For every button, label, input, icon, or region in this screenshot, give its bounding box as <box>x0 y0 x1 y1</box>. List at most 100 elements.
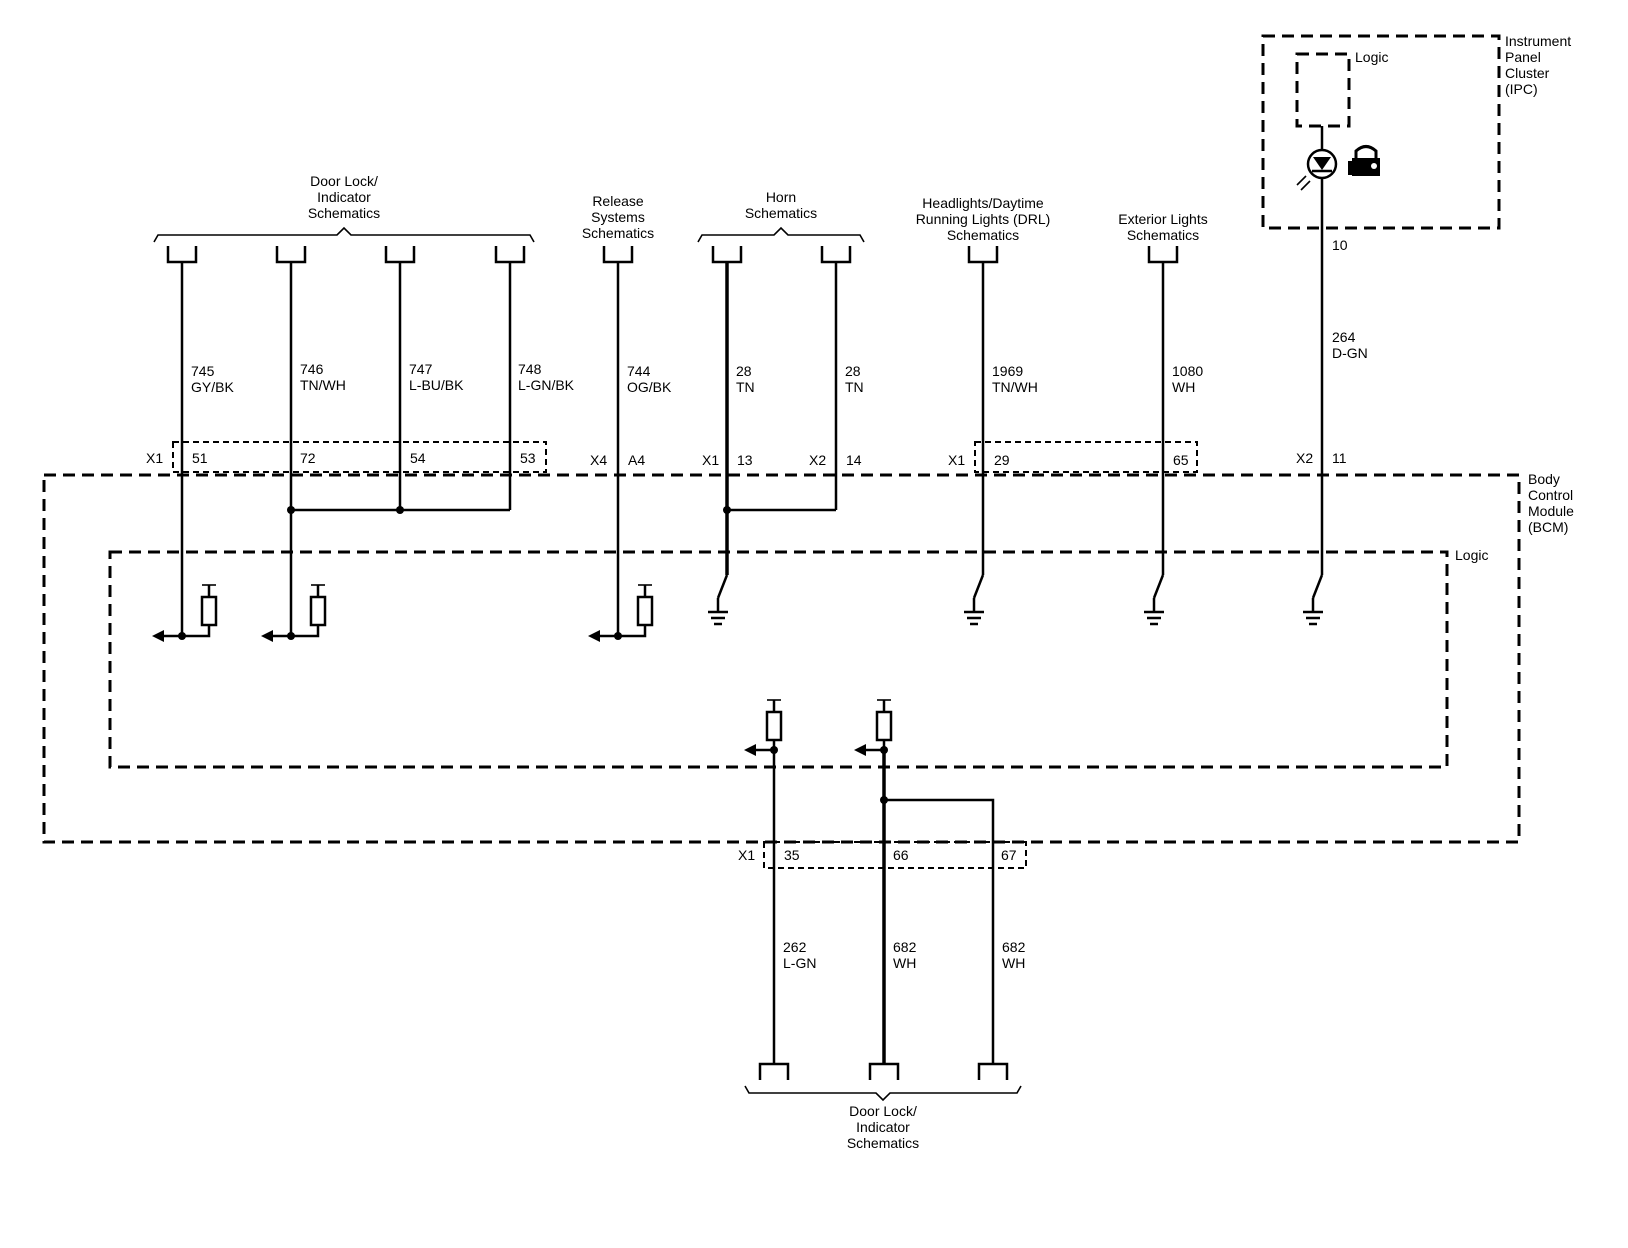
pin-10: 10 <box>1332 237 1348 253</box>
splice-dot-horn <box>723 506 731 514</box>
pullup-resistor-746 <box>261 584 327 642</box>
splice-dot-682 <box>880 796 888 804</box>
bcm-label-3: Module <box>1528 503 1574 519</box>
wire-744-color: OG/BK <box>627 379 672 395</box>
headlights-label-1: Headlights/Daytime <box>922 195 1044 211</box>
x1-connector-body-top-left <box>172 441 547 473</box>
horn-brace <box>697 226 865 243</box>
ipc-logic-box <box>1295 52 1351 128</box>
wire-747-color: L-BU/BK <box>409 377 464 393</box>
terminal-horn-1 <box>711 246 743 264</box>
x1-connector-body-bottom <box>763 841 1027 869</box>
pin-54: 54 <box>410 450 426 466</box>
terminal-door-lock-1 <box>166 246 198 264</box>
pin-65: 65 <box>1173 452 1189 468</box>
led-indicator-icon <box>1296 148 1338 191</box>
connector-x1-label-a: X1 <box>146 450 163 466</box>
ipc-label-2: Panel <box>1505 49 1541 65</box>
wire-748-color: L-GN/BK <box>518 377 575 393</box>
ipc-logic-label: Logic <box>1355 49 1388 65</box>
door-lock-indicator-icon <box>1348 145 1380 176</box>
pullup-resistor-682 <box>854 699 893 756</box>
wire-28a-color: TN <box>736 379 755 395</box>
wire-748-circuit: 748 <box>518 361 542 377</box>
wire-262-color: L-GN <box>783 955 816 971</box>
pin-66: 66 <box>893 847 909 863</box>
pullup-resistor-262 <box>744 699 783 756</box>
wire-1080-circuit: 1080 <box>1172 363 1203 379</box>
terminal-bottom-2 <box>868 1062 900 1080</box>
wire-682a-circuit: 682 <box>893 939 917 955</box>
pin-67: 67 <box>1001 847 1017 863</box>
pin-51: 51 <box>192 450 208 466</box>
horn-label-1: Horn <box>766 189 796 205</box>
pin-53: 53 <box>520 450 536 466</box>
ipc-label-4: (IPC) <box>1505 81 1538 97</box>
connector-x4-label: X4 <box>590 452 607 468</box>
splice-dot-747 <box>396 506 404 514</box>
bcm-module-outline <box>42 473 1521 844</box>
bcm-logic-label: Logic <box>1455 547 1488 563</box>
wire-745-color: GY/BK <box>191 379 234 395</box>
connector-x1-label-c: X1 <box>948 452 965 468</box>
door-lock-top-brace <box>153 226 535 243</box>
wire-744-circuit: 744 <box>627 363 651 379</box>
wire-746-circuit: 746 <box>300 361 324 377</box>
x1-connector-body-top-right <box>974 441 1198 473</box>
pin-13: 13 <box>737 452 753 468</box>
splice-dot-746 <box>287 506 295 514</box>
door-lock-bottom-brace <box>744 1085 1022 1102</box>
bcm-label-2: Control <box>1528 487 1573 503</box>
terminal-bottom-1 <box>758 1062 790 1080</box>
bcm-logic-box <box>108 550 1449 769</box>
ipc-label-1: Instrument <box>1505 33 1571 49</box>
bcm-label-1: Body <box>1528 471 1560 487</box>
connector-x2-label-a: X2 <box>809 452 826 468</box>
door-lock-top-label-3: Schematics <box>308 205 380 221</box>
terminal-door-lock-2 <box>275 246 307 264</box>
wire-264-color: D-GN <box>1332 345 1368 361</box>
switch-ground-exterior <box>1144 574 1165 626</box>
wire-28b-color: TN <box>845 379 864 395</box>
wire-682a-color: WH <box>893 955 916 971</box>
terminal-exterior <box>1147 246 1179 264</box>
wire-262-circuit: 262 <box>783 939 807 955</box>
pin-A4: A4 <box>628 452 645 468</box>
switch-ground-ipc <box>1303 574 1324 626</box>
terminal-door-lock-3 <box>384 246 416 264</box>
wire-28a-circuit: 28 <box>736 363 752 379</box>
pullup-resistor-745 <box>152 584 218 642</box>
bcm-label-4: (BCM) <box>1528 519 1568 535</box>
wire-1969-circuit: 1969 <box>992 363 1023 379</box>
pin-14: 14 <box>846 452 862 468</box>
terminal-release <box>602 246 634 264</box>
door-lock-bottom-label-3: Schematics <box>847 1135 919 1151</box>
wire-28b-circuit: 28 <box>845 363 861 379</box>
pin-11: 11 <box>1332 450 1347 466</box>
release-label-3: Schematics <box>582 225 654 241</box>
headlights-label-3: Schematics <box>947 227 1019 243</box>
horn-label-2: Schematics <box>745 205 817 221</box>
wire-682b-circuit: 682 <box>1002 939 1026 955</box>
pin-35: 35 <box>784 847 800 863</box>
release-label-1: Release <box>592 193 644 209</box>
wire-747-circuit: 747 <box>409 361 433 377</box>
switch-ground-horn <box>708 574 729 626</box>
terminal-bottom-3 <box>977 1062 1009 1080</box>
door-lock-top-label-1: Door Lock/ <box>310 173 378 189</box>
ipc-label-3: Cluster <box>1505 65 1550 81</box>
door-lock-top-label-2: Indicator <box>317 189 371 205</box>
door-lock-bottom-label-1: Door Lock/ <box>849 1103 917 1119</box>
terminal-horn-2 <box>820 246 852 264</box>
ipc-module-outline <box>1261 34 1501 230</box>
wire-1080-color: WH <box>1172 379 1195 395</box>
wire-746-color: TN/WH <box>300 377 346 393</box>
wire-682-b <box>884 798 995 1064</box>
release-label-2: Systems <box>591 209 645 225</box>
wire-682b-color: WH <box>1002 955 1025 971</box>
pin-72: 72 <box>300 450 316 466</box>
headlights-label-2: Running Lights (DRL) <box>916 211 1051 227</box>
exterior-label-1: Exterior Lights <box>1118 211 1207 227</box>
connector-x2-label-b: X2 <box>1296 450 1313 466</box>
